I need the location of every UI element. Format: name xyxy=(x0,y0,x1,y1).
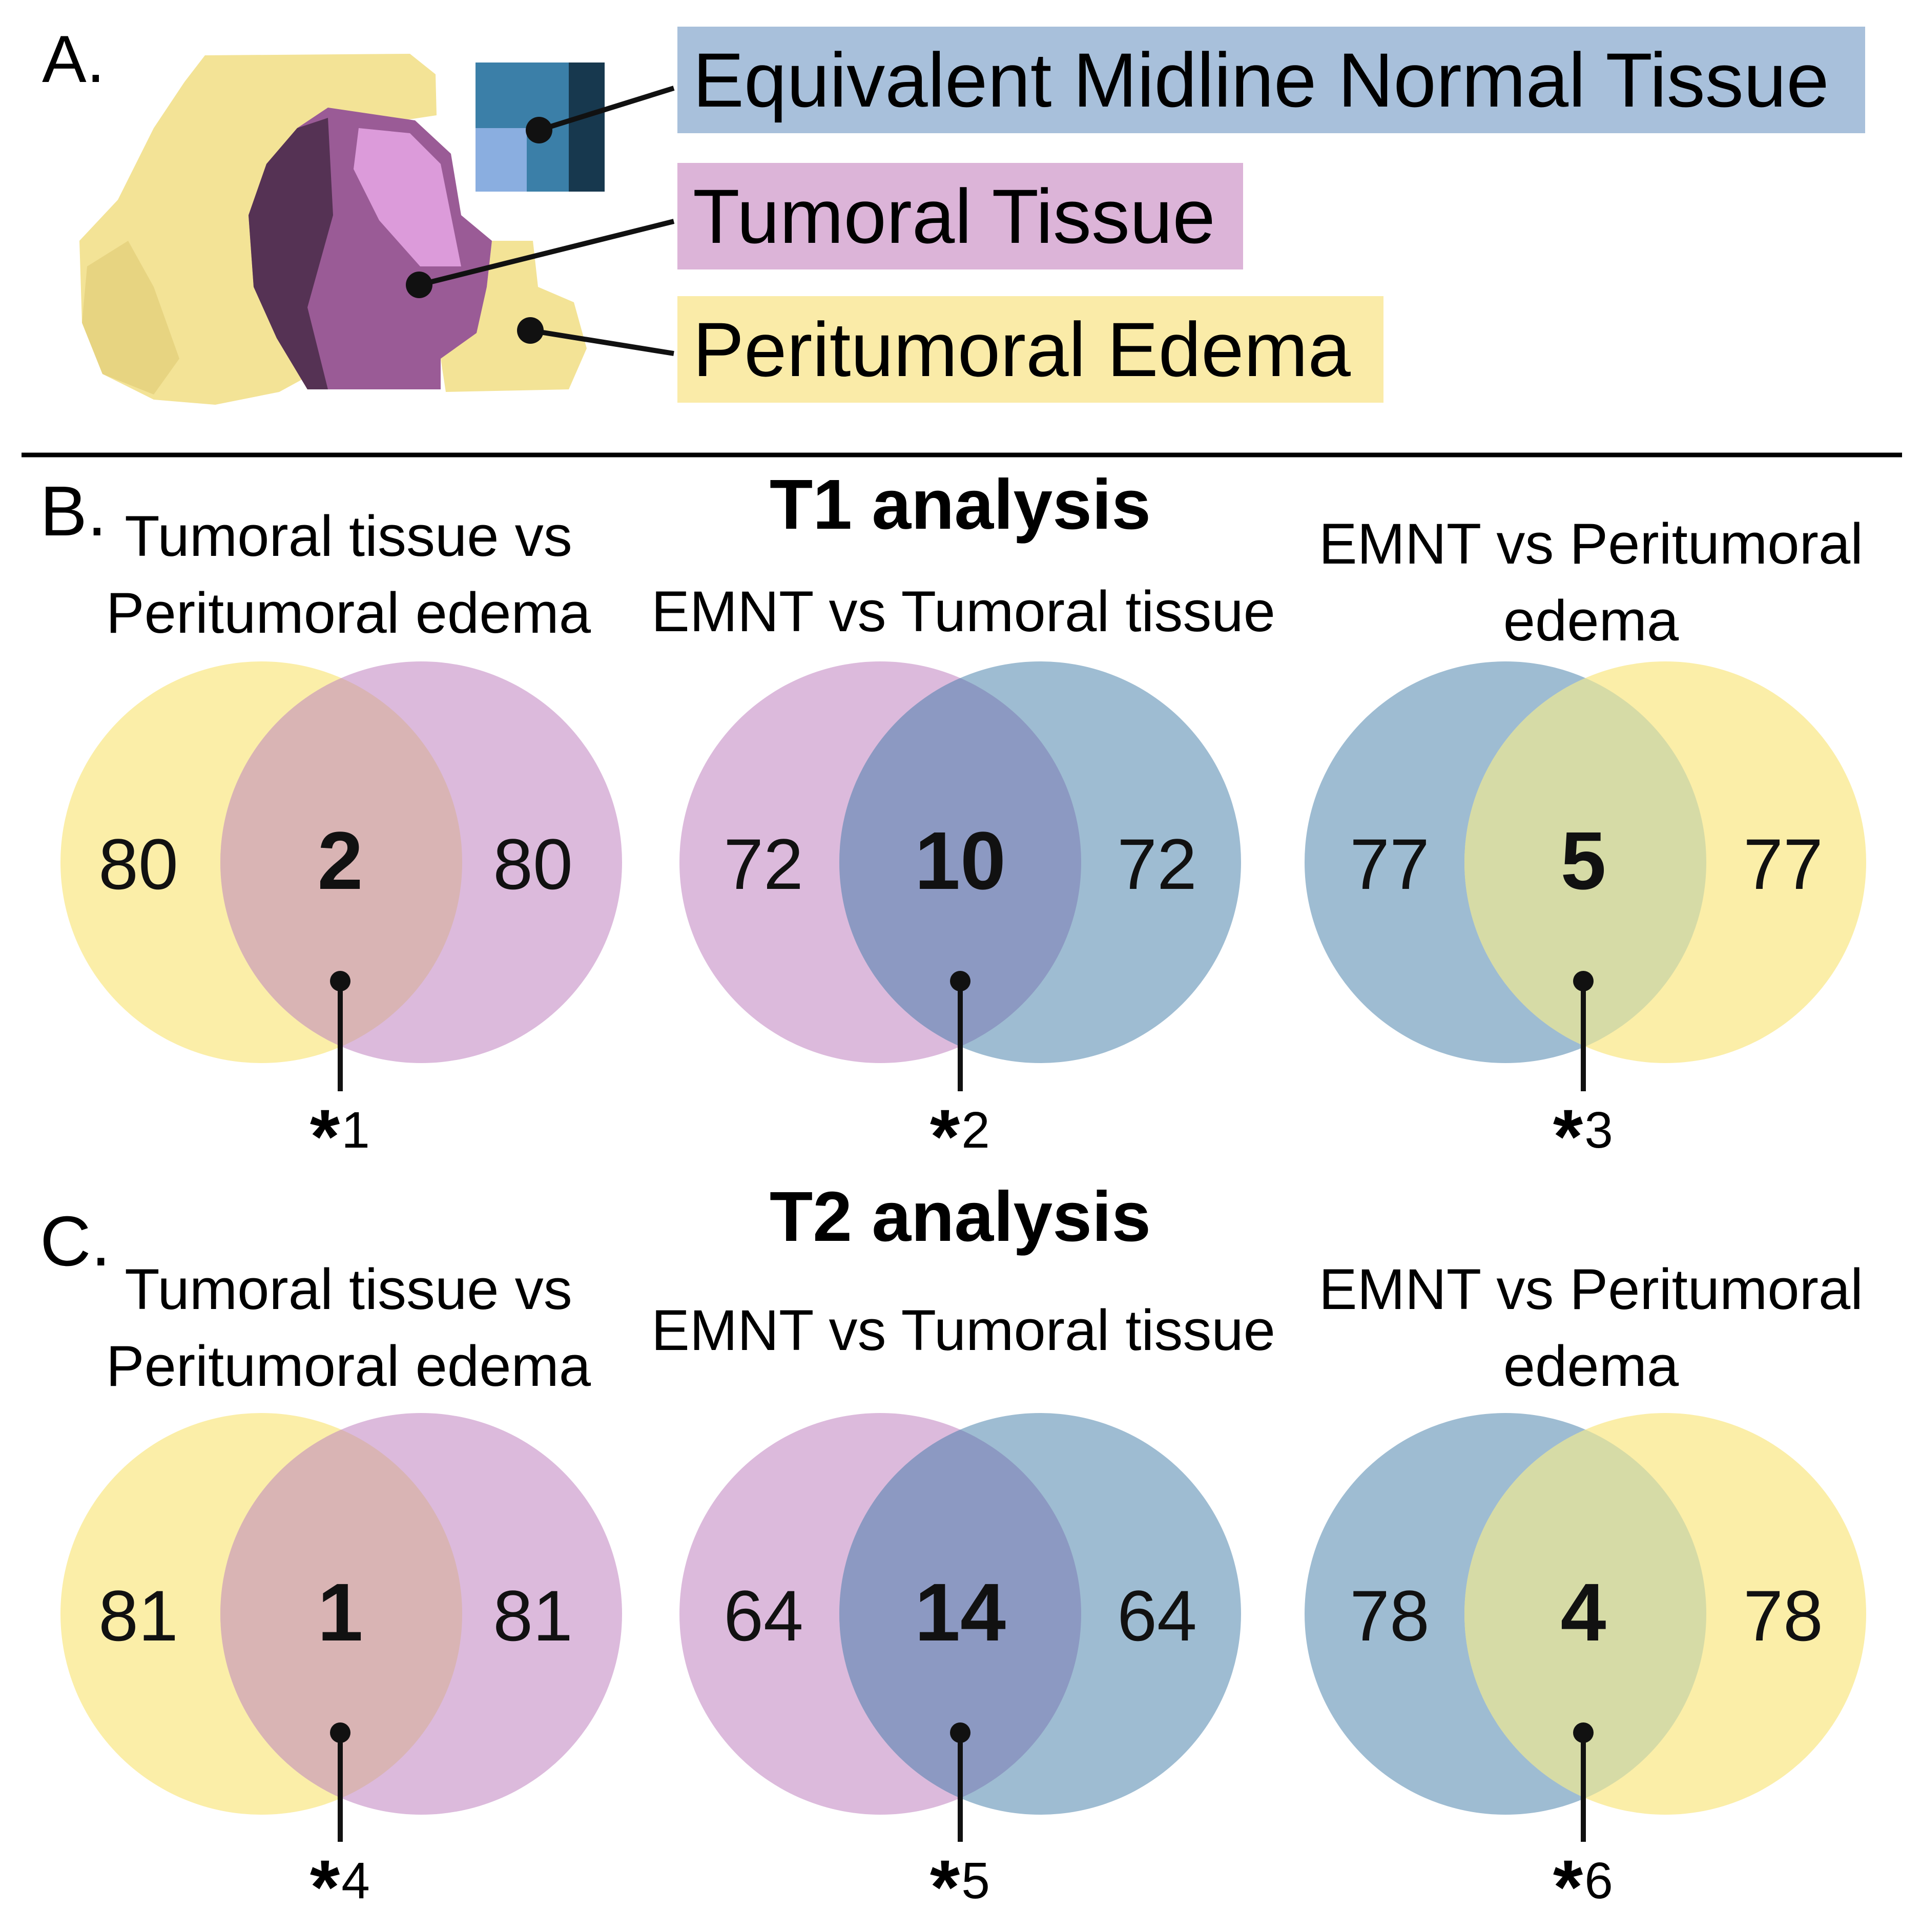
venn-count-right: 78 xyxy=(1743,1575,1823,1656)
venn-note-number: 1 xyxy=(341,1102,370,1159)
section-title: T2 analysis xyxy=(770,1177,1151,1256)
venn-overlap xyxy=(839,661,1081,1063)
venn-count-right: 64 xyxy=(1117,1575,1197,1656)
legend-label-emnt: Equivalent Midline Normal Tissue xyxy=(693,37,1829,123)
edema-region xyxy=(79,54,437,405)
emnt-region-light xyxy=(476,128,527,192)
asterisk-icon: * xyxy=(310,1093,340,1179)
leader-emnt xyxy=(538,86,675,133)
section-title: T1 analysis xyxy=(770,465,1151,544)
venn-count-overlap: 2 xyxy=(318,815,363,906)
dot-edema xyxy=(517,317,544,344)
panel-a-letter: A. xyxy=(42,22,105,96)
venn-count-right: 77 xyxy=(1743,824,1823,904)
venn-title-line: Peritumoral edema xyxy=(106,1334,591,1398)
venn-title-line: edema xyxy=(1503,589,1679,653)
leader-tumor xyxy=(418,219,675,287)
overlap-leader-dot xyxy=(330,971,350,991)
venn-diagram: EMNT vs Tumoral tissue 64 14 64 *5 xyxy=(651,1298,1275,1930)
venn-overlap xyxy=(220,1413,462,1815)
tumor-region-highlight xyxy=(354,128,461,266)
asterisk-icon: * xyxy=(930,1093,960,1179)
venn-note-number: 4 xyxy=(341,1852,370,1909)
leader-edema xyxy=(530,328,674,356)
venn-note-number: 6 xyxy=(1584,1852,1613,1909)
legend-label-edema: Peritumoral Edema xyxy=(693,306,1351,392)
venn-note-number: 5 xyxy=(961,1852,990,1909)
venn-title-line: Tumoral tissue vs xyxy=(125,1257,572,1321)
panel-a-dots xyxy=(406,117,552,344)
venn-title-line: Tumoral tissue vs xyxy=(125,504,572,568)
venn-diagram: Tumoral tissue vs Peritumoral edema 80 2 80 *… xyxy=(60,504,622,1179)
section-letter: B. xyxy=(40,472,107,551)
overlap-leader-dot xyxy=(950,1722,970,1743)
legend: Equivalent Midline Normal TissueTumoral … xyxy=(677,27,1865,403)
venn-count-right: 80 xyxy=(493,824,573,904)
venn-count-overlap: 1 xyxy=(318,1566,363,1658)
venn-note-number: 3 xyxy=(1584,1102,1613,1159)
overlap-leader-dot xyxy=(950,971,970,991)
asterisk-icon: * xyxy=(1553,1093,1583,1179)
venn-overlap xyxy=(839,1413,1081,1815)
venn-title-line: EMNT vs Tumoral tissue xyxy=(651,579,1275,643)
legend-label-tumor: Tumoral Tissue xyxy=(693,173,1215,259)
venn-title-line: edema xyxy=(1503,1334,1679,1398)
asterisk-icon: * xyxy=(310,1844,340,1930)
venn-title-line: EMNT vs Tumoral tissue xyxy=(651,1298,1275,1362)
section-b: B. T1 analysis Tumoral tissue vs Peritumora… xyxy=(40,465,1866,1179)
venn-count-overlap: 5 xyxy=(1561,815,1606,906)
dot-tumor xyxy=(406,272,432,298)
dot-emnt xyxy=(526,117,552,143)
legend-box-emnt xyxy=(677,27,1865,133)
region-illustration xyxy=(79,54,605,405)
tumor-region-dark xyxy=(249,118,333,389)
venn-diagram: EMNT vs Peritumoral edema 78 4 78 *6 xyxy=(1305,1257,1866,1930)
panel-a-leaders xyxy=(418,86,675,356)
legend-box-edema xyxy=(677,296,1383,403)
venn-title-line: EMNT vs Peritumoral xyxy=(1319,1257,1863,1321)
overlap-leader-dot xyxy=(1573,971,1594,991)
venn-count-left: 80 xyxy=(98,824,178,904)
emnt-region-dark xyxy=(569,63,605,192)
venn-count-overlap: 10 xyxy=(915,815,1006,906)
panel-a: A. Equivalent Midline xyxy=(42,22,1865,405)
venn-count-left: 81 xyxy=(98,1575,178,1656)
venn-count-left: 64 xyxy=(724,1575,803,1656)
venn-count-overlap: 14 xyxy=(915,1566,1006,1658)
venn-overlap xyxy=(1464,1413,1706,1815)
venn-diagram: EMNT vs Tumoral tissue 72 10 72 *2 xyxy=(651,579,1275,1179)
venn-title-line: Peritumoral edema xyxy=(106,581,591,645)
asterisk-icon: * xyxy=(1553,1844,1583,1930)
venn-title-line: EMNT vs Peritumoral xyxy=(1319,512,1863,576)
venn-diagram: Tumoral tissue vs Peritumoral edema 81 1 81 *… xyxy=(60,1257,622,1930)
edema-small-region xyxy=(441,241,587,392)
edema-region-shade xyxy=(82,241,179,394)
venn-count-overlap: 4 xyxy=(1561,1566,1606,1658)
overlap-leader-dot xyxy=(1573,1722,1594,1743)
overlap-leader-dot xyxy=(330,1722,350,1743)
asterisk-icon: * xyxy=(930,1844,960,1930)
venn-note-number: 2 xyxy=(961,1102,990,1159)
venn-overlap xyxy=(220,661,462,1063)
section-letter: C. xyxy=(40,1202,111,1281)
venn-count-left: 72 xyxy=(724,824,803,904)
venn-count-right: 81 xyxy=(493,1575,573,1656)
venn-diagram: EMNT vs Peritumoral edema 77 5 77 *3 xyxy=(1305,512,1866,1179)
venn-count-left: 77 xyxy=(1350,824,1430,904)
venn-overlap xyxy=(1464,661,1706,1063)
legend-box-tumor xyxy=(677,163,1243,269)
venn-count-right: 72 xyxy=(1117,824,1197,904)
venn-count-left: 78 xyxy=(1350,1575,1430,1656)
